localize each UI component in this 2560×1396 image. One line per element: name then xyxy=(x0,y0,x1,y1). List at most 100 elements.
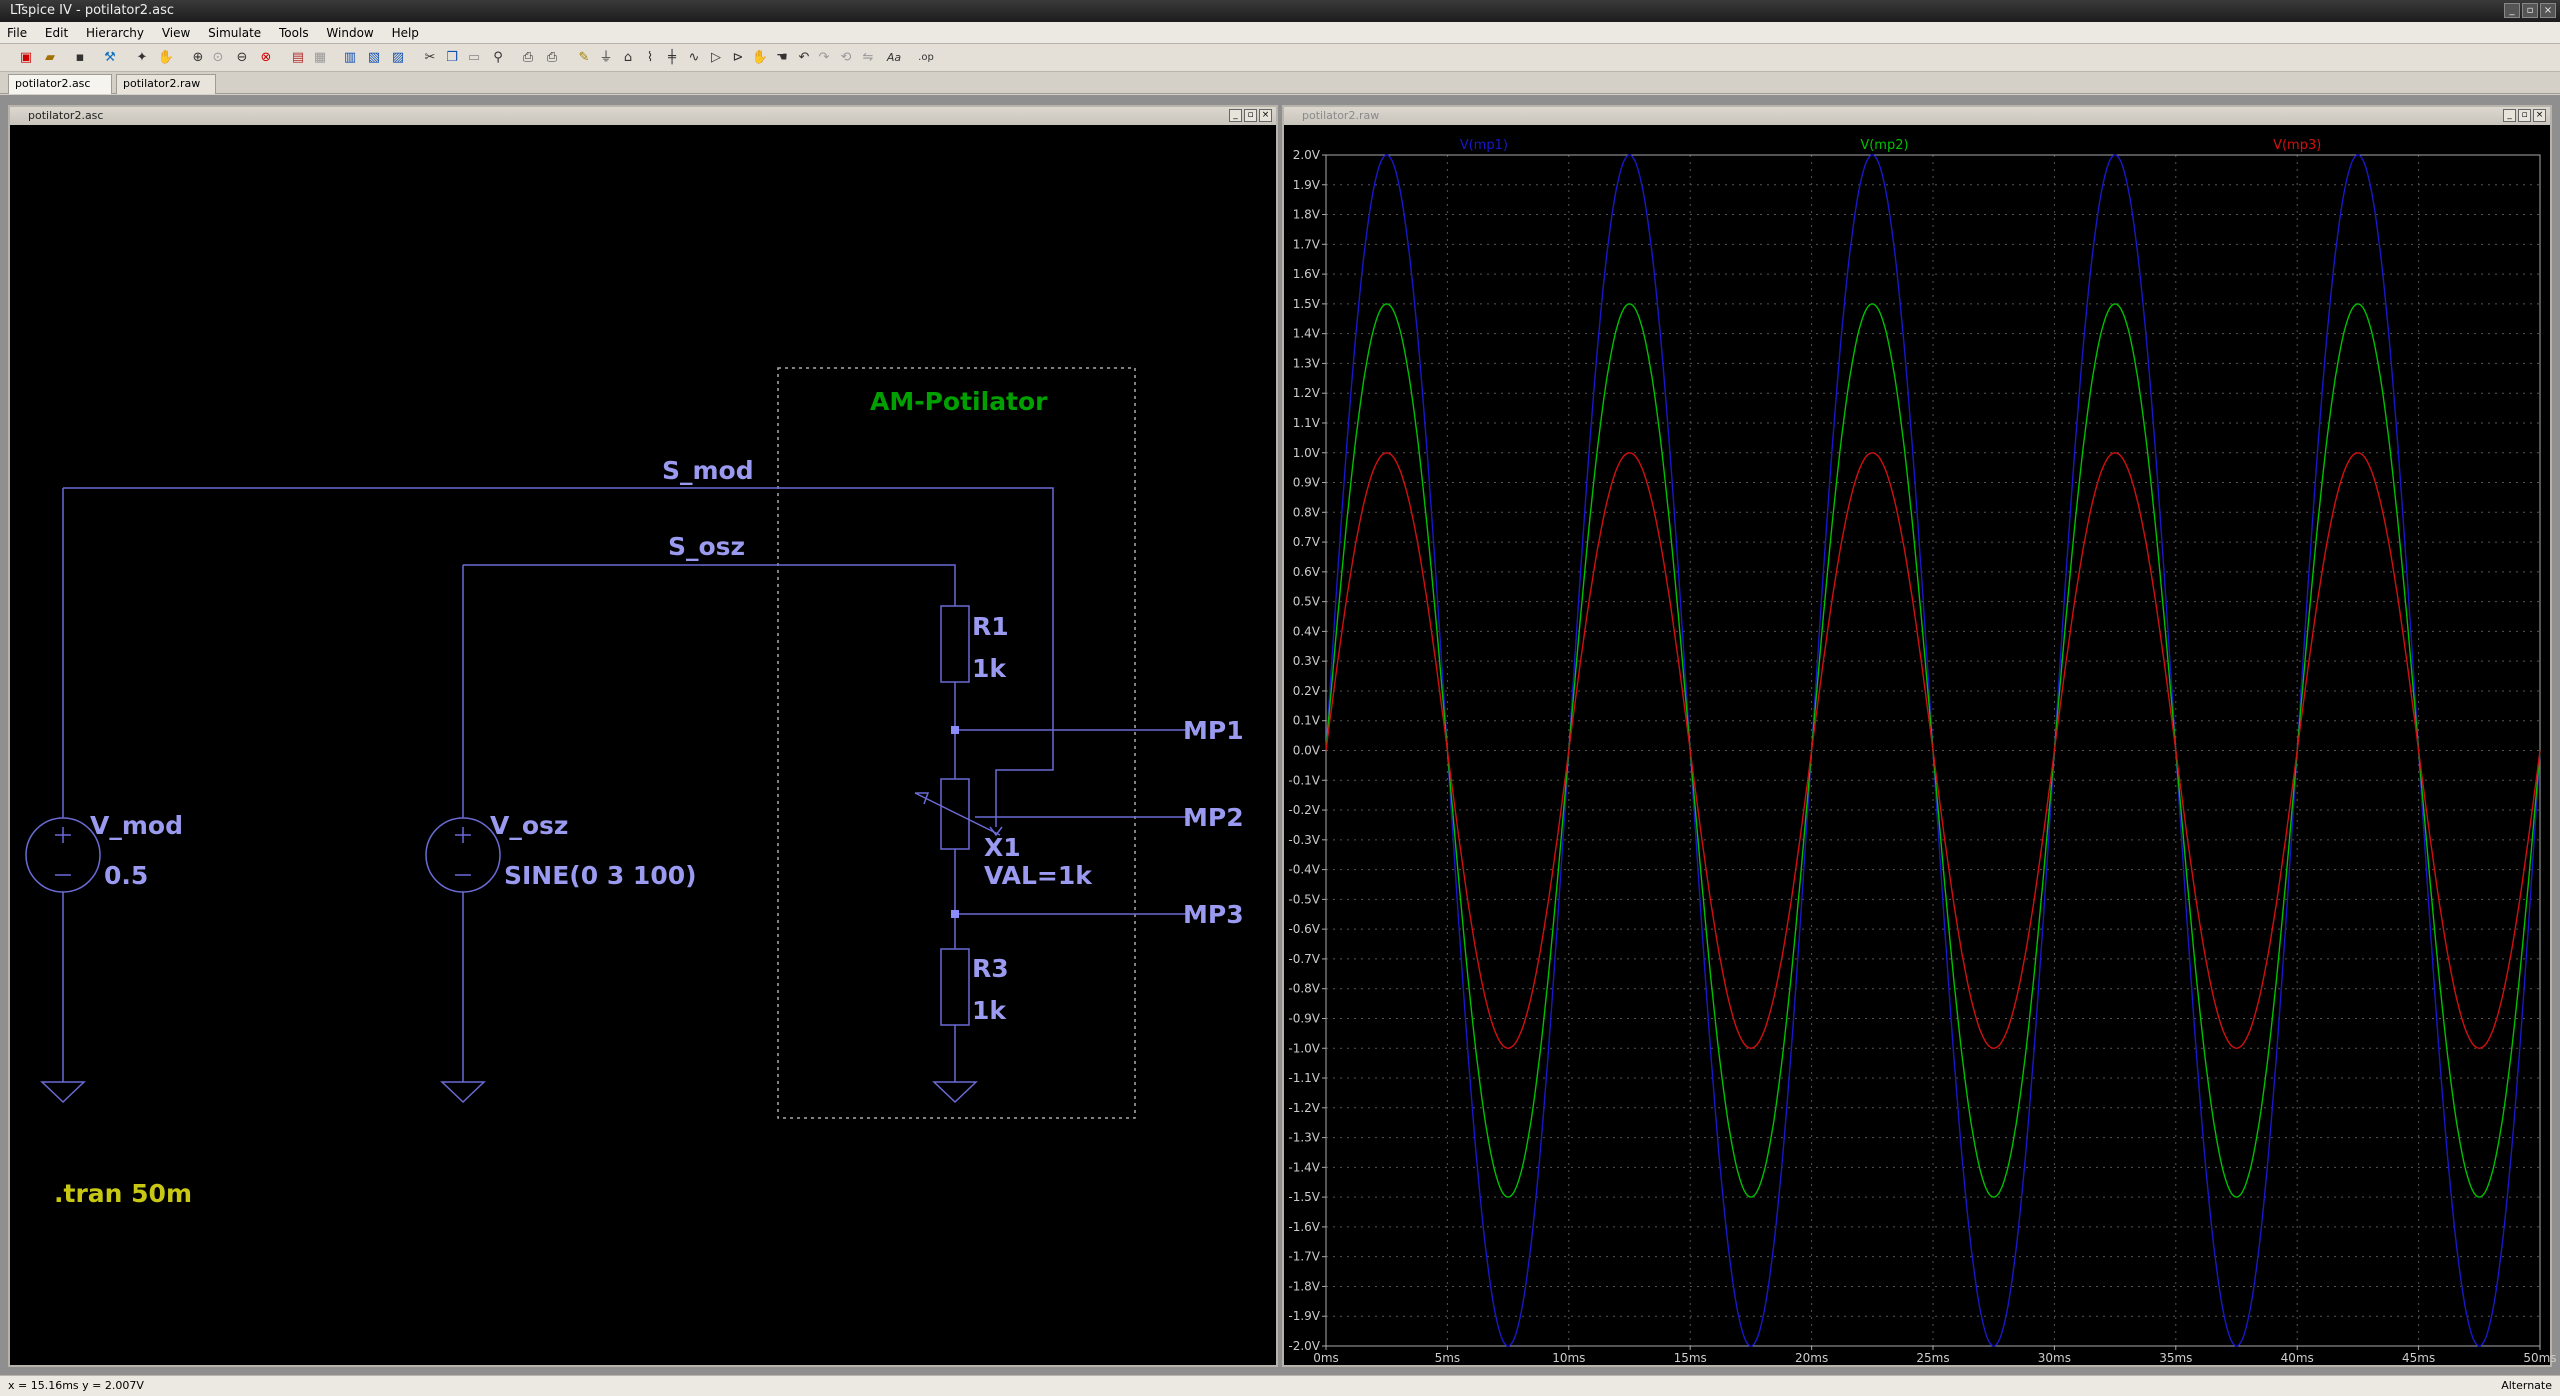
tile-vertical-icon[interactable]: ▧ xyxy=(367,50,381,65)
pan-icon[interactable]: ✋ xyxy=(157,50,175,65)
y-tick-label: -0.8V xyxy=(1288,982,1320,996)
rotate-icon[interactable]: ⟲ xyxy=(840,50,852,65)
v-mod-name[interactable]: V_mod xyxy=(90,811,183,840)
minimize-button[interactable]: _ xyxy=(2504,3,2520,18)
net-label-s-osz[interactable]: S_osz xyxy=(668,532,745,561)
inductor-icon[interactable]: ∿ xyxy=(688,50,700,65)
zoom-in-icon[interactable]: ⊕ xyxy=(192,50,204,65)
zoom-area-icon[interactable]: ⊙ xyxy=(212,50,224,65)
ground-symbol xyxy=(40,1081,86,1104)
ground-icon[interactable]: ⏚ xyxy=(599,50,613,65)
y-tick-label: 1.0V xyxy=(1293,446,1321,460)
y-tick-label: -1.9V xyxy=(1288,1309,1320,1323)
run-icon[interactable]: ✦ xyxy=(136,50,148,65)
new-schematic-icon[interactable]: ▣ xyxy=(19,50,33,65)
trace-label[interactable]: V(mp1) xyxy=(1460,138,1508,153)
copy-icon[interactable]: ❐ xyxy=(446,50,458,65)
capacitor-icon[interactable]: ╪ xyxy=(668,50,676,65)
schematic-maximize-button[interactable]: ▫ xyxy=(1244,109,1257,122)
trace-v-mp3-[interactable] xyxy=(1325,452,2541,1050)
wire xyxy=(463,564,956,606)
r3-value[interactable]: 1k xyxy=(972,996,1007,1025)
y-tick-label: 2.0V xyxy=(1293,148,1321,162)
waveform-minimize-button[interactable]: _ xyxy=(2503,109,2516,122)
r1-value[interactable]: 1k xyxy=(972,654,1007,683)
trace-label[interactable]: V(mp2) xyxy=(1860,138,1908,153)
zoom-fit-icon[interactable]: ⊗ xyxy=(260,50,272,65)
status-mode: Alternate xyxy=(2501,1379,2552,1392)
net-label-mp1[interactable]: MP1 xyxy=(1183,716,1244,745)
net-label-mp3[interactable]: MP3 xyxy=(1183,900,1244,929)
r1-body[interactable] xyxy=(940,605,970,683)
x1-body[interactable] xyxy=(940,778,970,850)
r1-name[interactable]: R1 xyxy=(972,612,1009,641)
redo-icon[interactable]: ↷ xyxy=(818,50,830,65)
y-tick-label: -0.1V xyxy=(1288,773,1320,787)
diode-icon[interactable]: ▷ xyxy=(711,50,721,65)
menu-edit[interactable]: Edit xyxy=(44,26,69,40)
schematic-canvas[interactable]: AM-Potilator S_mod S_osz MP1 MP2 MP3 R1 … xyxy=(10,127,1276,1367)
spice-directive[interactable]: .tran 50m xyxy=(54,1179,192,1208)
grid-icon[interactable]: ▦ xyxy=(313,50,327,65)
wire-icon[interactable]: ✎ xyxy=(578,50,590,65)
open-icon[interactable]: ▰ xyxy=(45,50,55,65)
junction-dot xyxy=(951,910,959,918)
cascade-icon[interactable]: ▨ xyxy=(391,50,405,65)
tile-horizontal-icon[interactable]: ▥ xyxy=(343,50,357,65)
print-icon[interactable]: ⎙ xyxy=(546,50,558,65)
move-icon[interactable]: ✋ xyxy=(751,50,769,65)
schematic-title-bar: potilator2.asc _ ▫ × xyxy=(10,107,1276,125)
save-icon[interactable]: ▪ xyxy=(75,50,85,65)
r3-name[interactable]: R3 xyxy=(972,954,1009,983)
y-tick-label: -1.5V xyxy=(1288,1190,1320,1204)
cut-icon[interactable]: ✂ xyxy=(424,50,436,65)
x-tick-label: 35ms xyxy=(2159,1351,2192,1365)
restore-button[interactable]: ▫ xyxy=(2522,3,2538,18)
find-icon[interactable]: ⚲ xyxy=(493,50,503,65)
x1-value[interactable]: VAL=1k xyxy=(984,861,1093,890)
menu-simulate[interactable]: Simulate xyxy=(208,26,262,40)
component-icon[interactable]: ⊳ xyxy=(732,50,744,65)
y-tick-label: 0.8V xyxy=(1293,505,1321,519)
text-icon[interactable]: Aa xyxy=(886,51,902,64)
drag-icon[interactable]: ☚ xyxy=(776,50,788,65)
print-setup-icon[interactable]: ⎙ xyxy=(522,50,534,65)
menu-tools[interactable]: Tools xyxy=(279,26,309,40)
menu-view[interactable]: View xyxy=(161,26,191,40)
tab-waveform[interactable]: potilator2.raw xyxy=(116,74,216,94)
resistor-icon[interactable]: ⌇ xyxy=(646,50,654,65)
v-mod-value[interactable]: 0.5 xyxy=(104,861,148,890)
close-button[interactable]: × xyxy=(2540,3,2556,18)
y-tick-label: 1.5V xyxy=(1293,297,1321,311)
v-osz-name[interactable]: V_osz xyxy=(490,811,568,840)
junction-dot xyxy=(951,726,959,734)
menu-help[interactable]: Help xyxy=(391,26,419,40)
net-label-mp2[interactable]: MP2 xyxy=(1183,803,1244,832)
mirror-icon[interactable]: ⇋ xyxy=(862,50,874,65)
v-osz-value[interactable]: SINE(0 3 100) xyxy=(504,861,697,890)
waveform-plot[interactable]: 2.0V1.9V1.8V1.7V1.6V1.5V1.4V1.3V1.2V1.1V… xyxy=(1284,127,2556,1367)
x1-name[interactable]: X1 xyxy=(984,833,1021,862)
menu-window[interactable]: Window xyxy=(326,26,374,40)
title-bar: LTspice IV - potilator2.asc _ ▫ × xyxy=(0,0,2560,22)
label-icon[interactable]: ⌂ xyxy=(623,50,633,65)
trace-label[interactable]: V(mp3) xyxy=(2273,138,2321,153)
waveform-close-button[interactable]: × xyxy=(2533,109,2546,122)
waveform-maximize-button[interactable]: ▫ xyxy=(2518,109,2531,122)
schematic-minimize-button[interactable]: _ xyxy=(1229,109,1242,122)
menu-file[interactable]: File xyxy=(7,26,28,40)
ground-symbol xyxy=(932,1081,978,1104)
tab-schematic[interactable]: potilator2.asc xyxy=(8,74,112,94)
spice-directive-icon[interactable]: .op xyxy=(918,52,934,63)
net-label-s-mod[interactable]: S_mod xyxy=(662,456,754,485)
autorange-icon[interactable]: ▤ xyxy=(291,50,305,65)
r3-body[interactable] xyxy=(940,948,970,1026)
y-tick-label: 1.7V xyxy=(1293,237,1321,251)
y-tick-label: -1.4V xyxy=(1288,1160,1320,1174)
menu-hierarchy[interactable]: Hierarchy xyxy=(86,26,145,40)
control-panel-icon[interactable]: ⚒ xyxy=(104,50,116,65)
paste-icon[interactable]: ▭ xyxy=(467,50,481,65)
schematic-close-button[interactable]: × xyxy=(1259,109,1272,122)
zoom-out-icon[interactable]: ⊖ xyxy=(236,50,248,65)
undo-icon[interactable]: ↶ xyxy=(798,50,810,65)
